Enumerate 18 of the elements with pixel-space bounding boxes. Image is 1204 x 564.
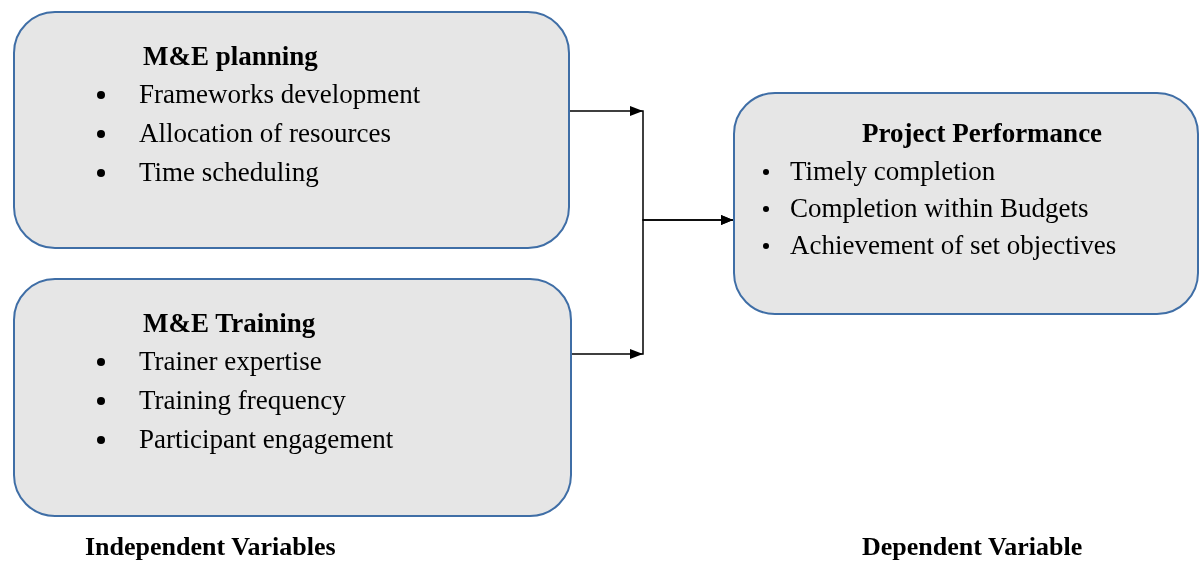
bullet-item: Participant engagement <box>139 424 394 455</box>
variable-box <box>13 11 570 249</box>
bullet-item: Time scheduling <box>139 157 319 188</box>
variable-box <box>733 92 1199 315</box>
bullet-item: Timely completion <box>790 156 996 187</box>
variable-box <box>13 278 572 517</box>
box-heading: M&E Training <box>143 308 316 339</box>
bullet-item: Frameworks development <box>139 79 421 110</box>
box-heading: M&E planning <box>143 41 318 72</box>
variable-label: Dependent Variable <box>862 532 1083 562</box>
bullet-item: Completion within Budgets <box>790 193 1089 224</box>
bullet-item: Allocation of resources <box>139 118 391 149</box>
bullet-item: Trainer expertise <box>139 346 322 377</box>
variable-label: Independent Variables <box>85 532 336 562</box>
bullet-item: Achievement of set objectives <box>790 230 1117 261</box>
box-heading: Project Performance <box>862 118 1103 149</box>
bullet-item: Training frequency <box>139 385 346 416</box>
arrow <box>571 215 734 359</box>
